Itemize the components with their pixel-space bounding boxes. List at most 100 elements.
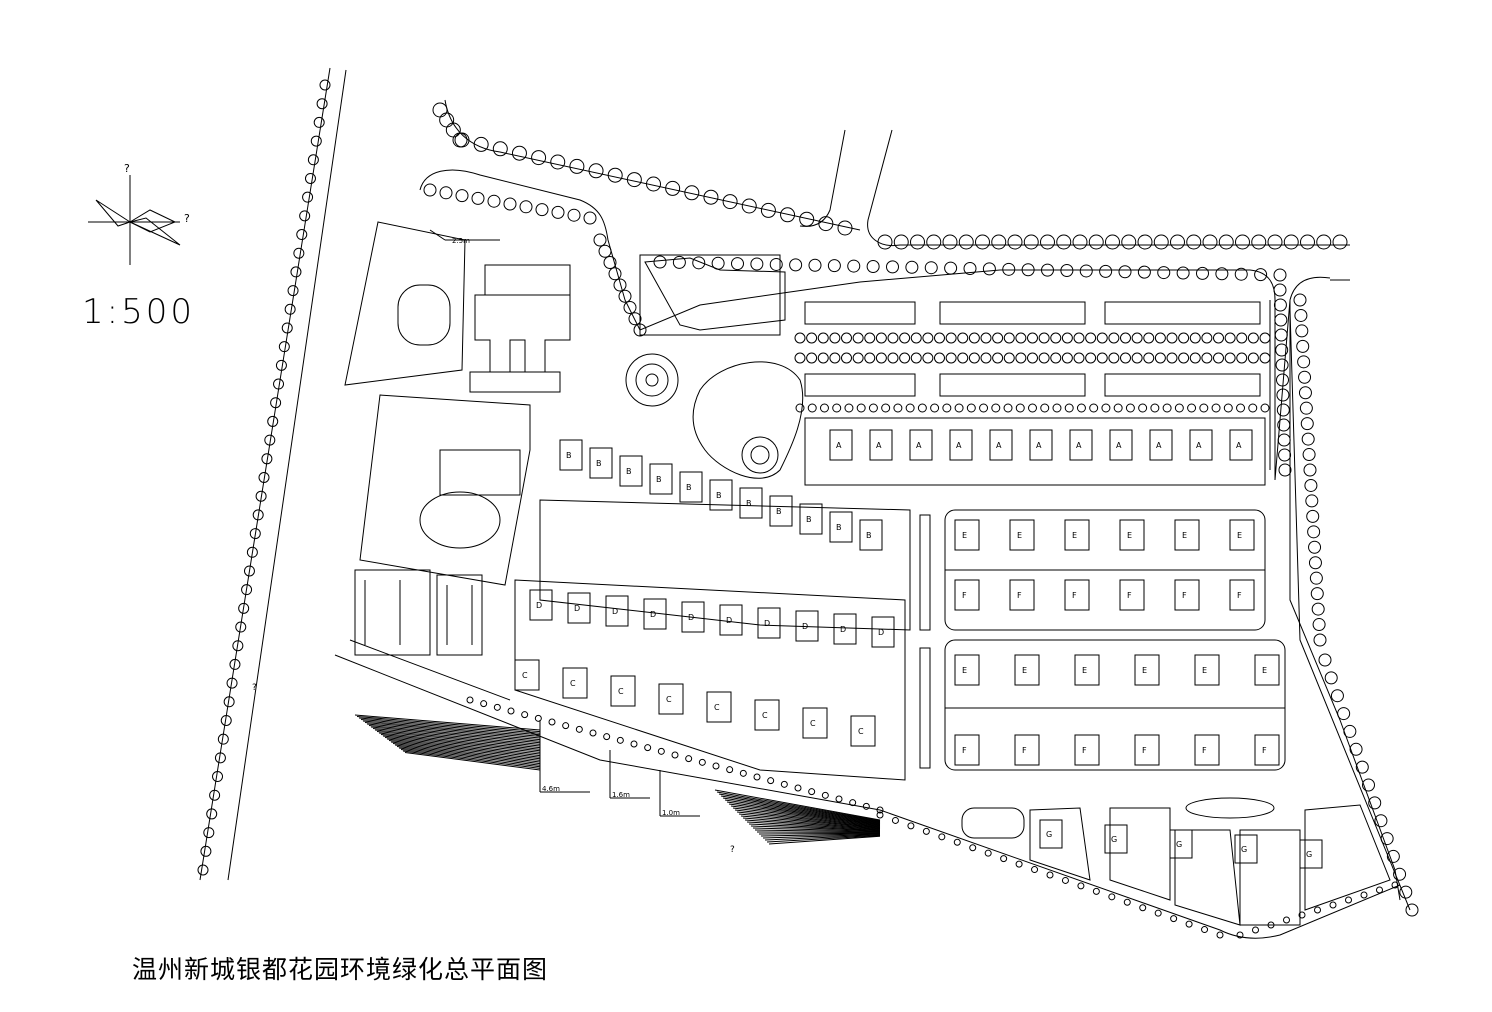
villa-unit-label: C: [714, 703, 720, 712]
tree-icon: [598, 244, 612, 258]
tree-icon: [1259, 332, 1271, 344]
villa-unit: [1064, 519, 1090, 551]
villa-unit-label: A: [1236, 441, 1242, 450]
villa-unit: [681, 601, 705, 633]
tree-icon: [1259, 352, 1271, 364]
tree-icon: [1038, 332, 1050, 344]
tree-icon: [835, 795, 843, 803]
villa-unit: [567, 592, 591, 624]
villa-unit-label: F: [1202, 746, 1207, 755]
tree-icon: [1278, 463, 1292, 477]
villa-unit-label: E: [1072, 531, 1077, 540]
tree-icon: [1123, 898, 1131, 906]
villa-unit-label: G: [1111, 835, 1117, 844]
tree-icon: [780, 207, 796, 223]
tree-icon: [794, 352, 806, 364]
tree-icon: [922, 352, 934, 364]
villa-unit-label: E: [1182, 531, 1187, 540]
tree-icon: [1276, 373, 1289, 387]
tree-icon: [1003, 403, 1013, 413]
villa-unit: [559, 439, 583, 471]
dimension-note-2: 4.6m: [542, 785, 560, 793]
villa-unit: [833, 613, 857, 645]
tree-icon: [1023, 234, 1039, 250]
tree-icon: [750, 257, 764, 271]
villa-unit-label: A: [876, 441, 882, 450]
tree-icon: [575, 725, 583, 733]
tree-icon: [1337, 707, 1351, 721]
tree-icon: [837, 220, 853, 236]
villa-unit: [1134, 654, 1160, 686]
tree-icon: [439, 186, 453, 200]
villa-unit-label: F: [1082, 746, 1087, 755]
tree-icon: [1368, 796, 1382, 810]
tree-icon: [1332, 234, 1348, 250]
tree-icon: [273, 378, 285, 390]
tree-icon: [1108, 332, 1120, 344]
tree-icon: [293, 247, 305, 259]
tree-icon: [1275, 358, 1289, 372]
villa-unit-label: E: [1142, 666, 1147, 675]
tree-icon: [1187, 403, 1197, 413]
villa-unit: [829, 429, 853, 461]
villa-unit-label: C: [522, 671, 528, 680]
villa-unit: [1234, 834, 1258, 864]
dimension-note-4: 1.0m: [662, 809, 680, 817]
villa-unit: [1119, 579, 1145, 611]
tree-icon: [319, 79, 331, 91]
tree-icon: [685, 755, 693, 763]
tree-icon: [1274, 313, 1288, 327]
tree-icon: [267, 415, 279, 427]
tree-icon: [769, 257, 783, 271]
villa-unit-label: D: [764, 619, 770, 628]
tree-icon: [1061, 352, 1073, 364]
tree-icon: [852, 352, 864, 364]
tree-icon: [899, 352, 911, 364]
right-tree-row: [1293, 293, 1419, 917]
villa-unit-label: F: [1142, 746, 1147, 755]
tree-icon: [1061, 332, 1073, 344]
tree-icon: [1076, 403, 1086, 413]
tree-icon: [672, 255, 686, 269]
tree-icon: [521, 711, 529, 719]
tree-icon: [603, 256, 617, 269]
tree-icon: [1329, 901, 1337, 909]
west-plot: [344, 221, 531, 656]
tree-icon: [214, 752, 226, 764]
villa-unit: [1254, 654, 1280, 686]
tree-icon: [1236, 332, 1248, 344]
left-road: [199, 67, 347, 881]
tree-icon: [930, 403, 940, 413]
villa-unit: [1119, 519, 1145, 551]
villa-unit-label: D: [574, 604, 580, 613]
tree-icon: [1153, 234, 1169, 250]
tree-icon: [1234, 267, 1248, 281]
tree-icon: [302, 191, 314, 203]
tree-icon: [905, 260, 919, 274]
tree-icon: [550, 154, 566, 170]
villa-unit: [619, 455, 643, 487]
ring-tree-row: [423, 183, 1292, 477]
villa-unit-label: B: [596, 459, 602, 468]
tree-icon: [1002, 262, 1016, 276]
tree-icon: [881, 403, 891, 413]
tree-icon: [589, 729, 597, 737]
villa-unit-label: D: [650, 610, 656, 619]
villa-unit-label: A: [1196, 441, 1202, 450]
tree-icon: [1000, 855, 1008, 863]
villa-unit: [954, 579, 980, 611]
villa-unit-label: B: [776, 507, 782, 516]
tree-icon: [1178, 332, 1190, 344]
villa-unit: [989, 429, 1013, 461]
tree-icon: [1298, 911, 1306, 919]
villa-unit: [1149, 429, 1173, 461]
tree-icon: [944, 261, 958, 275]
tree-icon: [726, 766, 734, 774]
tree-icon: [910, 234, 925, 250]
tree-icon: [593, 233, 607, 247]
tree-icon: [1236, 352, 1248, 364]
tree-icon: [856, 403, 866, 413]
villa-unit: [1194, 734, 1220, 766]
tree-icon: [1003, 332, 1015, 344]
